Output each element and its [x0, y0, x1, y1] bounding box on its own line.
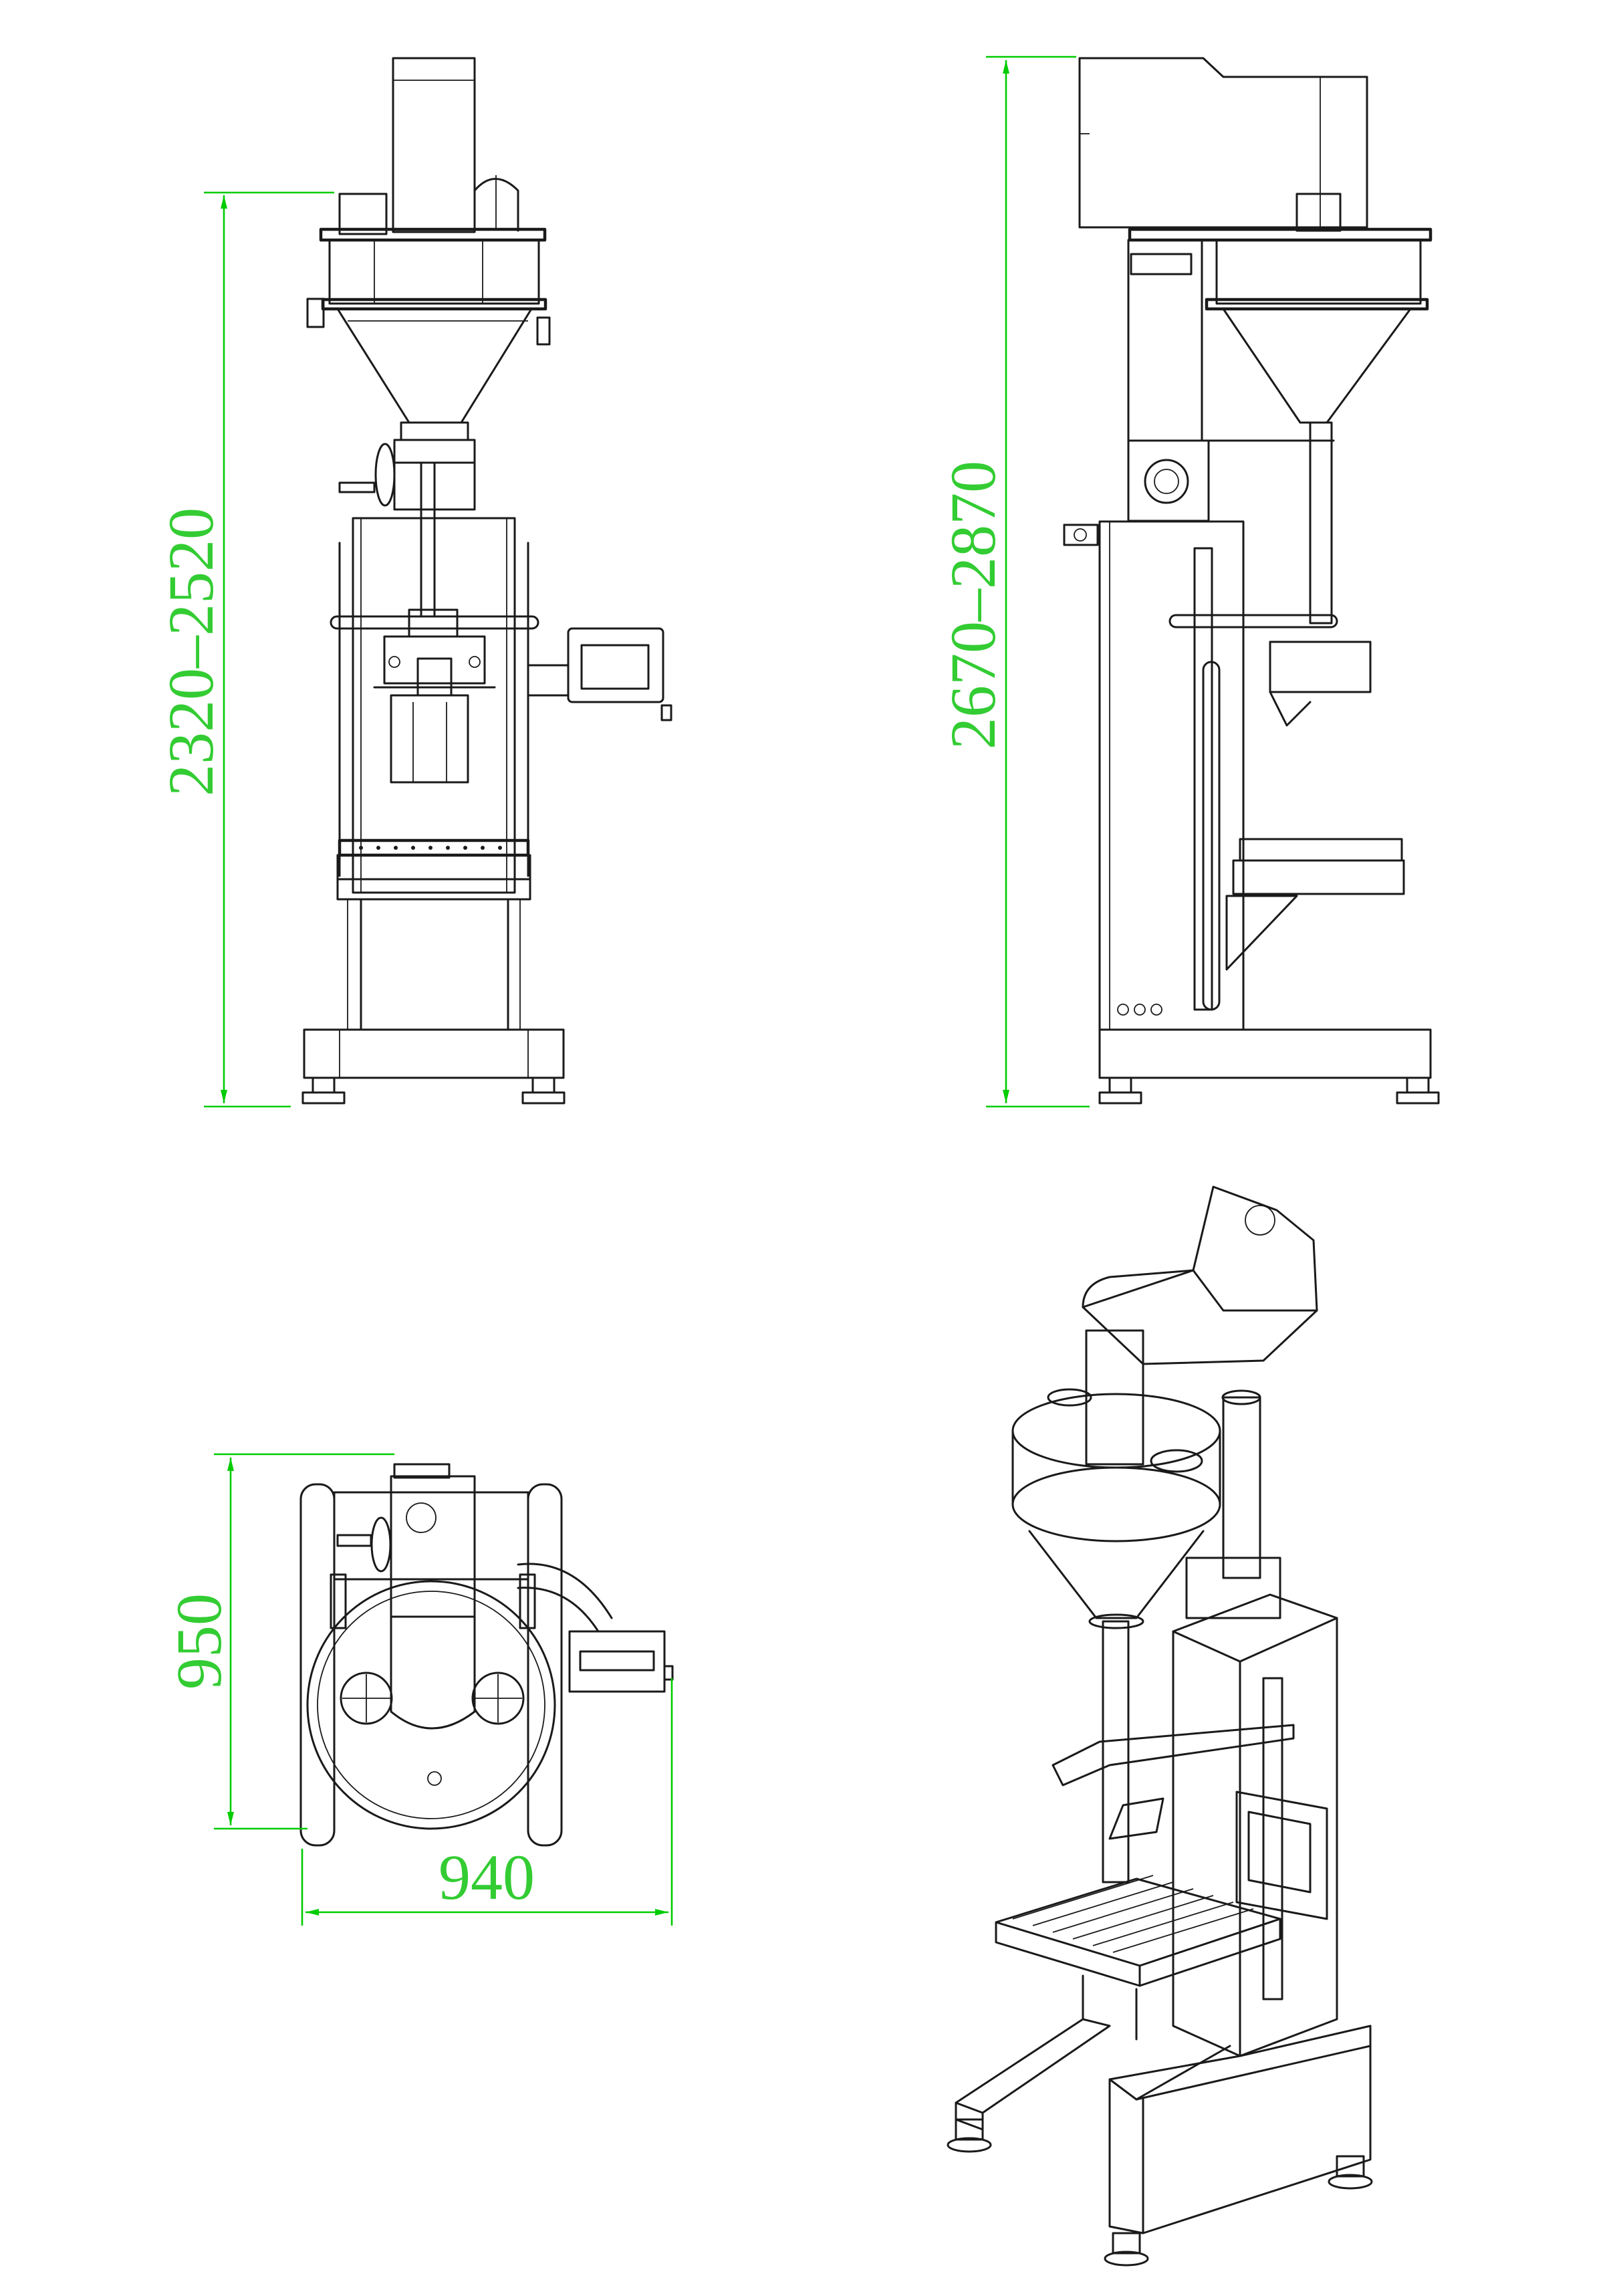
side-height-dimension: 2670–2870 — [937, 55, 1090, 1108]
roller-dots — [359, 846, 502, 850]
top-depth-dimension: 950 — [163, 1453, 394, 1830]
top-depth-label: 950 — [163, 1593, 235, 1690]
front-height-label: 2320–2520 — [155, 507, 227, 796]
top-width-dimension: 940 — [301, 1678, 673, 1926]
top-view — [299, 1463, 674, 1847]
top-width-label: 940 — [439, 1841, 535, 1913]
front-view — [301, 57, 672, 1105]
side-height-label: 2670–2870 — [937, 461, 1009, 750]
front-height-dimension: 2320–2520 — [155, 191, 334, 1108]
vent-holes — [406, 1502, 437, 1533]
side-view — [1063, 57, 1440, 1105]
isometric-view — [947, 1185, 1373, 2267]
iso-rollers — [1012, 1875, 1254, 1953]
